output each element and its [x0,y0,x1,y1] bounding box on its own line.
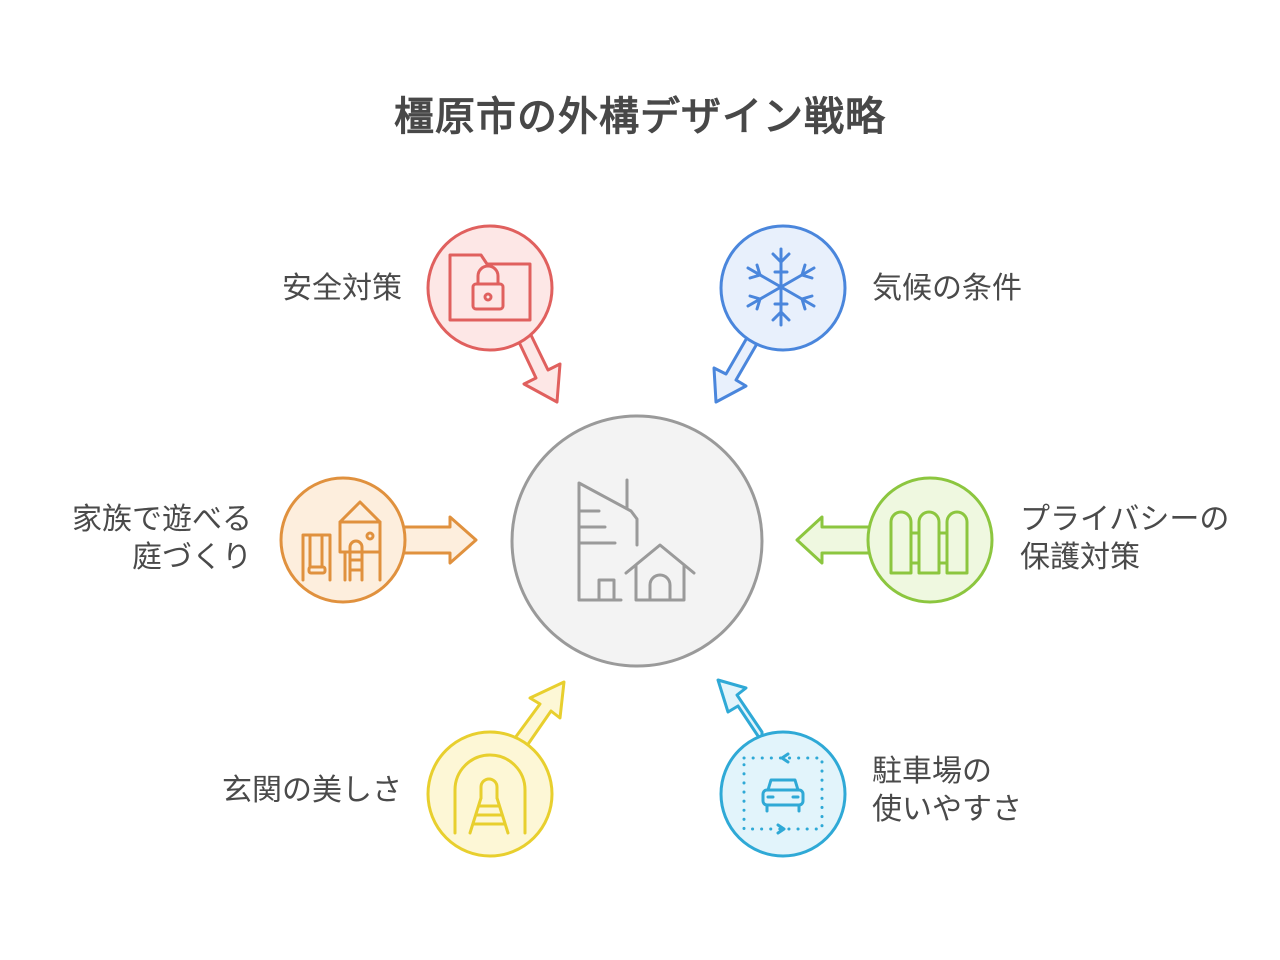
diagram-title: 橿原市の外構デザイン戦略 [394,94,886,140]
label-entrance-line-1: 玄関の美しさ [222,773,402,808]
label-privacy-line-2: 保護対策 [1020,540,1140,575]
label-parking-line-2: 使いやすさ [872,792,1022,827]
label-family-garden-line-2: 庭づくり [132,540,252,575]
center-node [510,414,764,668]
label-safety-line-1: 安全対策 [282,271,402,306]
label-climate: 気候の条件 [872,270,1022,308]
building-and-house-icon [577,478,696,602]
node-family-garden [279,476,478,604]
node-entrance [426,680,566,858]
label-family-garden: 家族で遊べる 庭づくり [72,501,252,577]
label-safety: 安全対策 [282,270,402,308]
label-parking-line-1: 駐車場の [872,754,992,789]
tunnel-path-icon [453,753,527,835]
playground-icon [301,500,382,582]
car-parking-icon [742,752,824,835]
label-climate-line-1: 気候の条件 [872,271,1022,306]
node-parking [716,678,847,858]
fence-icon [889,510,969,575]
label-privacy-line-1: プライバシーの [1020,502,1230,537]
label-family-garden-line-1: 家族で遊べる [72,502,252,537]
node-privacy [795,476,994,604]
snowflake-icon [746,247,816,327]
label-privacy: プライバシーの 保護対策 [1020,501,1229,577]
node-safety [426,224,562,404]
locked-folder-icon [448,253,532,322]
node-climate [712,224,847,404]
label-entrance: 玄関の美しさ [222,772,402,810]
label-parking: 駐車場の 使いやすさ [872,753,1022,829]
